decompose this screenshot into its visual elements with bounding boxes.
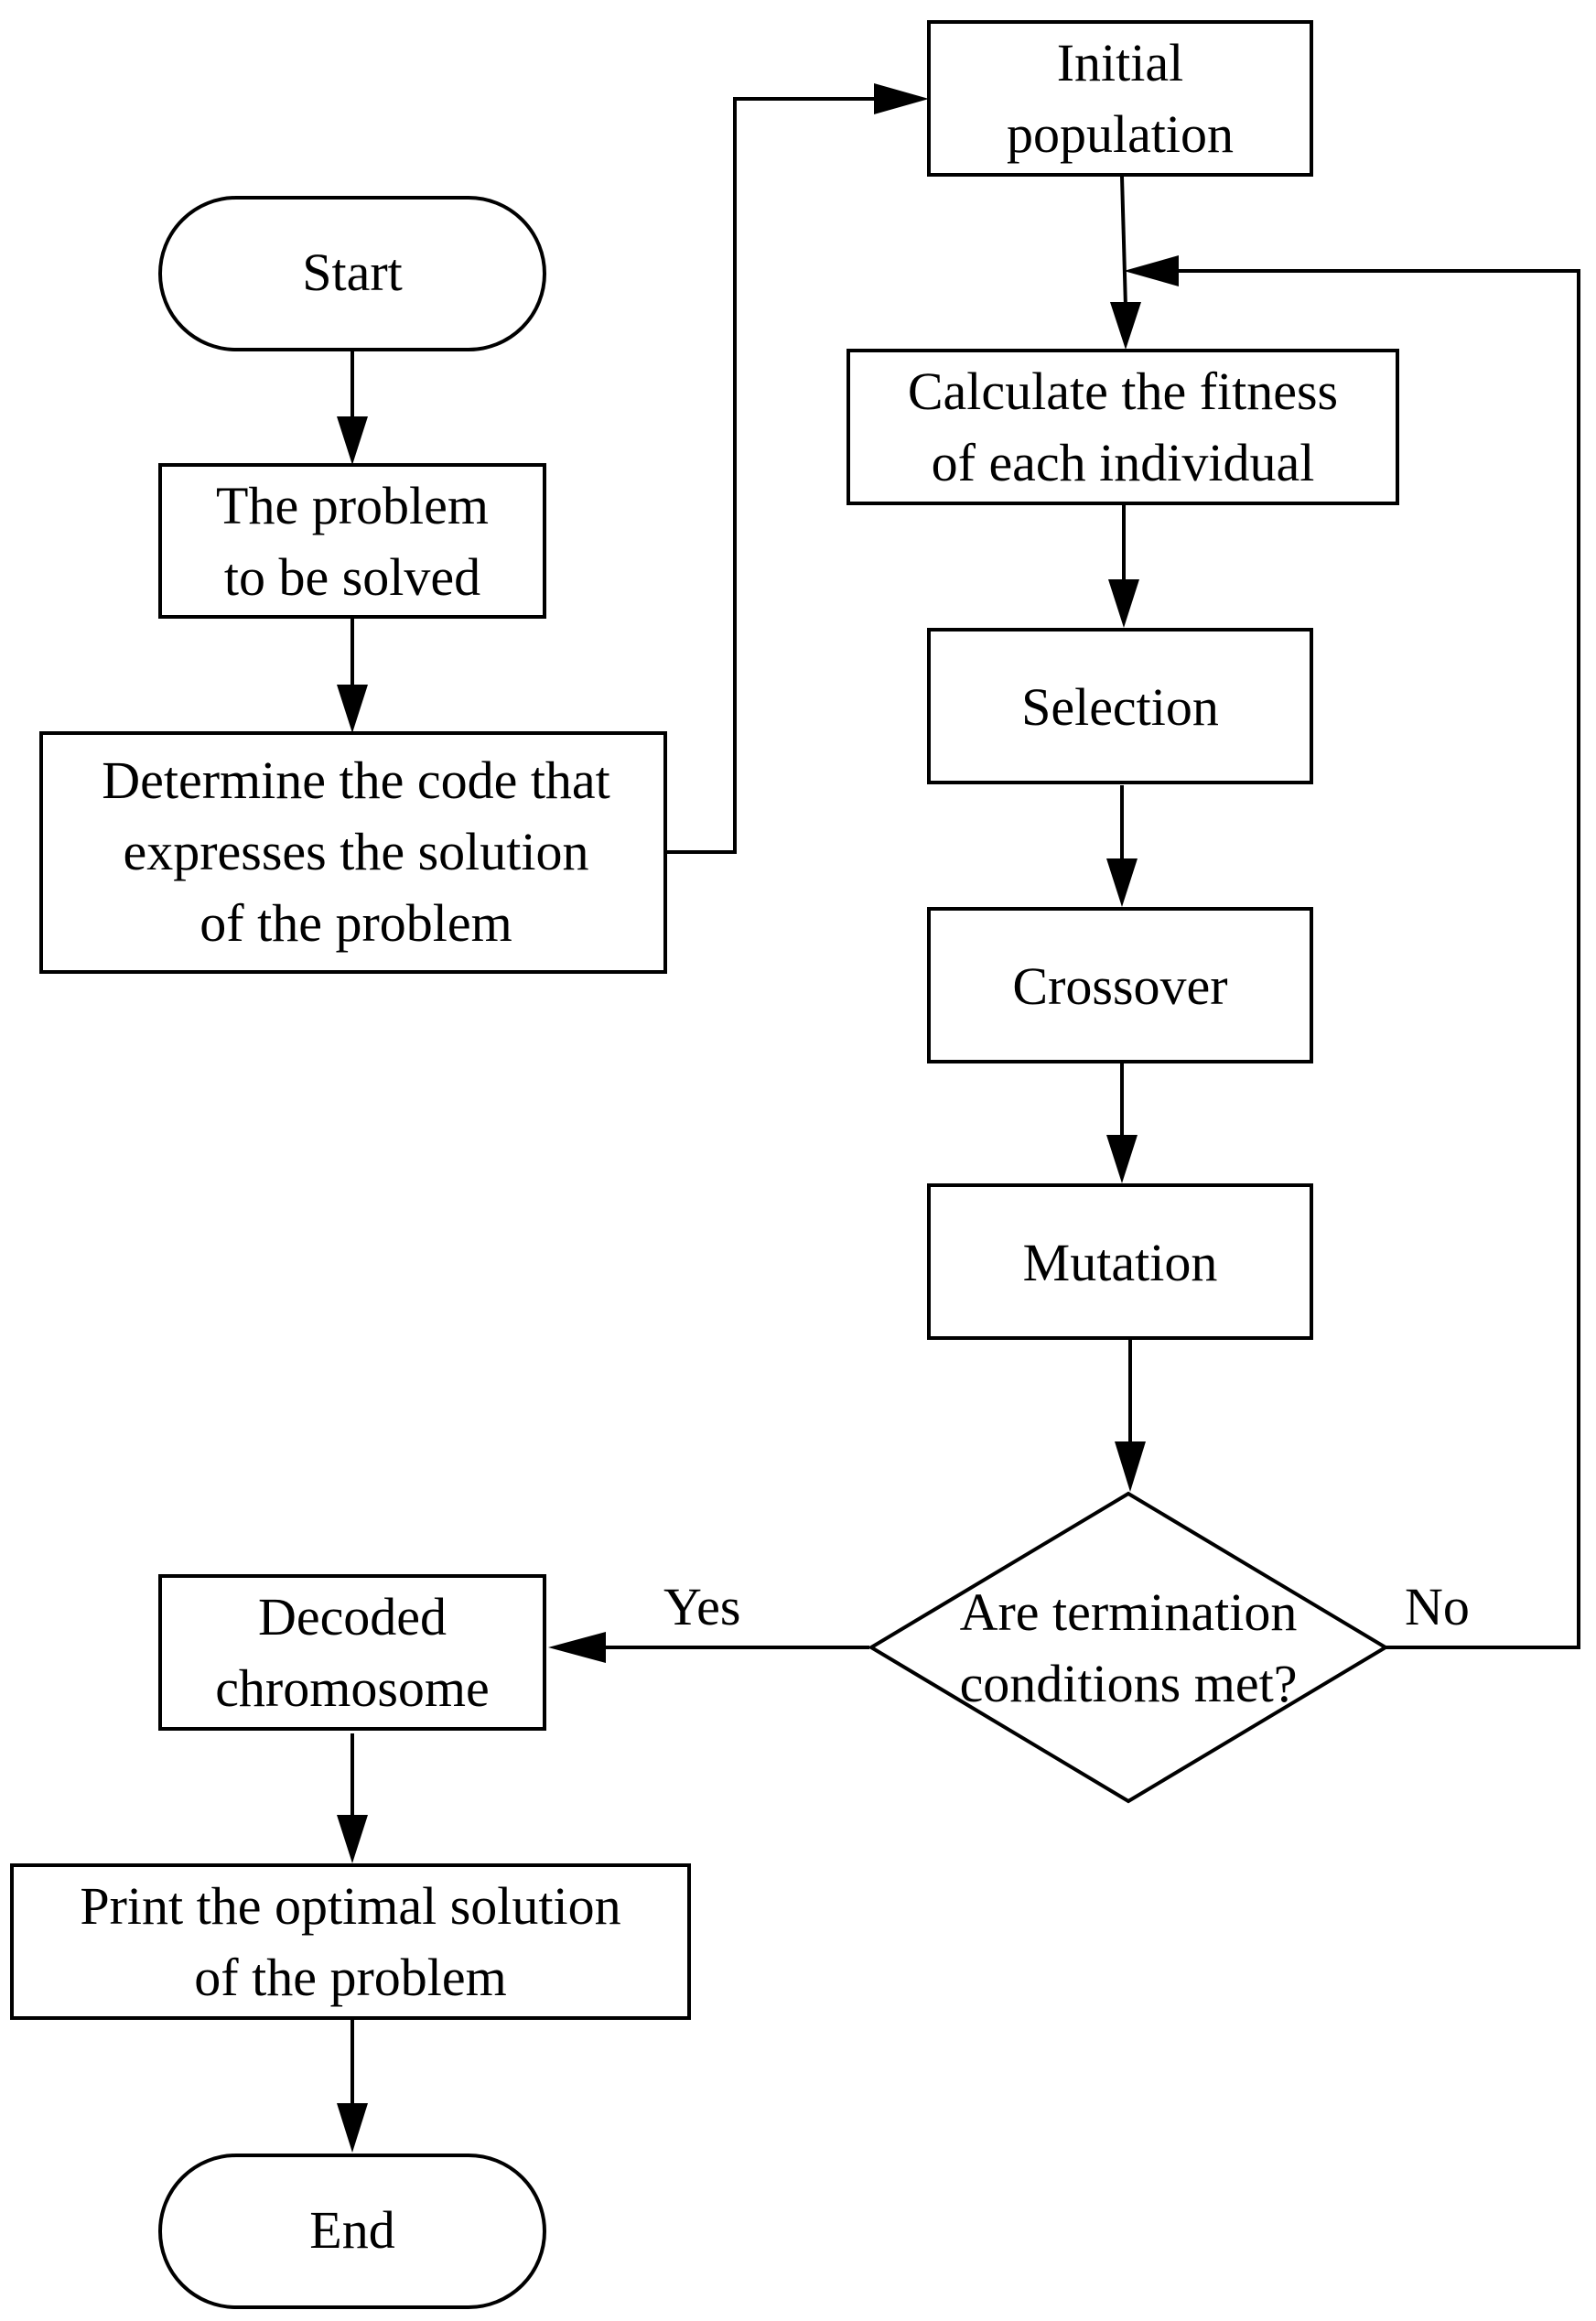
- arrowhead-mutation-to-termination: [1115, 1441, 1146, 1492]
- arrowhead-selection-to-crossover: [1106, 858, 1138, 907]
- selection-label: Selection: [1021, 677, 1219, 737]
- decoded-chromosome-box: [158, 1574, 546, 1731]
- flowchart-nodes: Start The problem to be solved Determine …: [10, 20, 1399, 2309]
- arrowhead-to-initial-population: [874, 83, 929, 114]
- decoded-chromosome-label: Decoded chromosome: [215, 1587, 490, 1718]
- end-terminal: [158, 2154, 546, 2309]
- label-line: Start: [302, 243, 403, 302]
- label-line: Are termination: [960, 1582, 1298, 1642]
- label-line: Selection: [1021, 677, 1219, 737]
- label-line: of the problem: [194, 1948, 506, 2007]
- label-line: End: [309, 2200, 394, 2260]
- initial-population-box: [927, 20, 1313, 177]
- print-solution-box: [10, 1863, 691, 2020]
- flowchart-edges: [337, 83, 1580, 2153]
- label-line: expresses the solution: [123, 822, 588, 881]
- crossover-box: [927, 907, 1313, 1063]
- label-line: conditions met?: [960, 1654, 1298, 1713]
- edge-initial-population-to-fitness: [1120, 176, 1127, 308]
- problem-box: [158, 463, 546, 619]
- arrowhead-problem-to-determine-code: [337, 685, 368, 733]
- selection-box: [927, 628, 1313, 784]
- start-terminal: [158, 196, 546, 351]
- label-line: to be solved: [224, 547, 480, 607]
- label-line: Calculate the fitness: [908, 362, 1338, 421]
- termination-label: Are termination conditions met?: [960, 1582, 1298, 1713]
- label-line: Decoded: [258, 1587, 447, 1646]
- calculate-fitness-box: [847, 349, 1399, 505]
- arrowhead-crossover-to-mutation: [1106, 1135, 1138, 1183]
- arrowhead-yes: [548, 1632, 606, 1663]
- label-line: Mutation: [1023, 1233, 1218, 1292]
- arrowhead-fitness-to-selection: [1108, 579, 1139, 628]
- label-line: Initial: [1057, 33, 1184, 92]
- problem-label: The problem to be solved: [216, 476, 489, 607]
- start-label: Start: [302, 243, 403, 302]
- determine-code-box: [39, 731, 667, 974]
- determine-code-label: Determine the code that expresses the sol…: [102, 750, 610, 953]
- label-line: Determine the code that: [102, 750, 610, 810]
- label-line: of the problem: [200, 893, 512, 953]
- yes-label: Yes: [663, 1577, 740, 1636]
- print-solution-label: Print the optimal solution of the problem: [80, 1876, 620, 2007]
- arrowhead-print-to-end: [337, 2103, 368, 2153]
- termination-decision: [868, 1491, 1389, 1804]
- no-label: No: [1405, 1577, 1470, 1636]
- mutation-box: [927, 1183, 1313, 1340]
- label-line: The problem: [216, 476, 489, 535]
- label-line: Print the optimal solution: [80, 1876, 620, 1936]
- end-label: End: [309, 2200, 394, 2260]
- initial-population-label: Initial population: [1007, 33, 1234, 164]
- label-line: population: [1007, 104, 1234, 164]
- crossover-label: Crossover: [1012, 956, 1227, 1016]
- label-line: chromosome: [215, 1658, 490, 1718]
- mutation-label: Mutation: [1023, 1233, 1218, 1292]
- label-line: of each individual: [932, 433, 1315, 492]
- label-line: Crossover: [1012, 956, 1227, 1016]
- edge-determine-code-to-initial-population: [665, 97, 883, 854]
- calculate-fitness-label: Calculate the fitness of each individual: [908, 362, 1338, 492]
- arrowhead-initial-population-to-fitness: [1110, 302, 1141, 350]
- arrowhead-no-loop: [1124, 255, 1179, 286]
- arrowhead-decoded-to-print: [337, 1815, 368, 1863]
- edge-termination-no-loop: [1170, 269, 1580, 1649]
- arrowhead-start-to-problem: [337, 416, 368, 465]
